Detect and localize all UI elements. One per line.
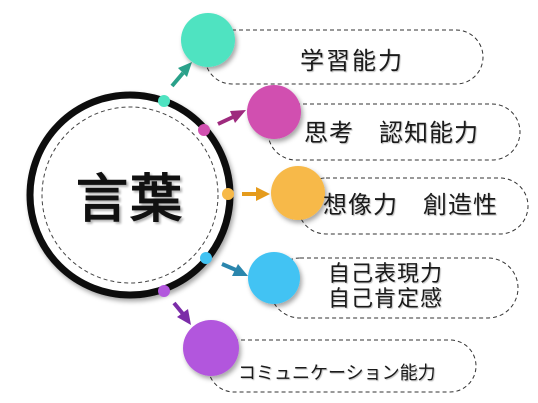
connector-dot-4 [158,285,170,297]
arrow-4 [172,301,191,325]
branch-label-4: コミュニケーション能力 [238,363,436,384]
arrow-1 [217,110,246,126]
pill-outline-3 [269,257,519,319]
connector-dot-0 [158,95,170,107]
center-ring-inner [41,106,219,284]
branch-label-2: 想像力 創造性 [323,191,498,219]
branch-circle-2 [271,166,325,220]
pill-outline-1 [267,103,521,161]
connector-dot-1 [198,124,210,136]
connector-dot-3 [200,252,212,264]
center-label: 言葉 [75,170,184,230]
connector-dot-2 [222,188,234,200]
branch-circle-1 [247,85,301,139]
arrow-3 [221,262,248,276]
branch-circle-4 [183,320,239,376]
branch-label-0: 学習能力 [300,47,404,75]
branch-label-3: 自己表現力 自己肯定感 [328,262,444,313]
branch-circle-0 [181,13,235,67]
branch-label-1: 思考 認知能力 [304,119,479,147]
arrow-0 [170,62,192,88]
branch-circle-3 [248,252,300,304]
arrow-2 [242,187,270,201]
